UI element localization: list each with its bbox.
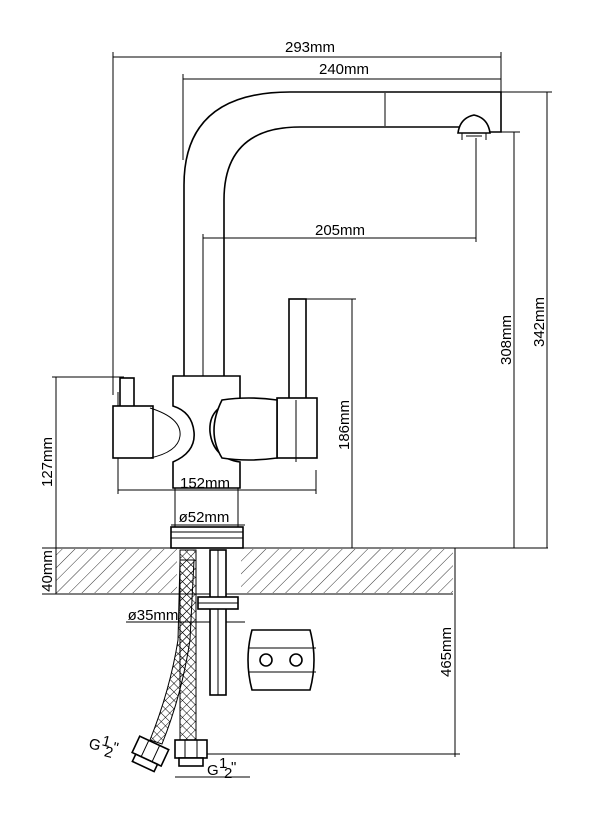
- label-hose-length: 465mm: [438, 627, 455, 677]
- label-thread-right: G 1 2 ": [207, 755, 236, 782]
- right-fitting-nut: [174, 739, 208, 759]
- svg-text:2: 2: [103, 743, 115, 762]
- svg-text:1: 1: [219, 755, 227, 772]
- aerator: [457, 114, 491, 134]
- svg-text:G: G: [207, 762, 219, 779]
- label-body-height: 127mm: [39, 437, 56, 487]
- label-thread-left: G 1 2 ": [87, 732, 120, 762]
- label-hole-diameter: ø35mm: [128, 607, 179, 624]
- faucet-body: [112, 91, 502, 549]
- label-spout-reach: 240mm: [319, 61, 369, 78]
- svg-text:G: G: [87, 735, 102, 754]
- mounting-parts: [131, 549, 316, 773]
- right-valve: [276, 397, 318, 459]
- left-hose: [149, 559, 195, 745]
- label-countertop-thickness: 40mm: [39, 550, 56, 592]
- dimension-labels: 293mm 240mm 205mm 152mm ø52mm ø35mm 308m…: [39, 39, 548, 782]
- spout: [183, 91, 502, 378]
- countertop: [42, 547, 548, 595]
- left-valve: [112, 405, 154, 459]
- mounting-clamp: [247, 629, 316, 691]
- label-total-height: 342mm: [531, 297, 548, 347]
- label-spout-inner-reach: 205mm: [315, 222, 365, 239]
- dimension-lines: [52, 52, 552, 778]
- svg-text:2: 2: [224, 765, 232, 782]
- svg-text:": ": [111, 739, 120, 757]
- label-overall-reach: 293mm: [285, 39, 335, 56]
- svg-text:": ": [231, 759, 236, 776]
- label-lever-height: 186mm: [336, 400, 353, 450]
- right-lever: [288, 298, 307, 405]
- countertop-hatching: [56, 549, 453, 593]
- label-spout-height: 308mm: [498, 315, 515, 365]
- label-base-diameter: ø52mm: [179, 509, 230, 526]
- label-body-width: 152mm: [180, 475, 230, 492]
- svg-text:1: 1: [100, 732, 112, 751]
